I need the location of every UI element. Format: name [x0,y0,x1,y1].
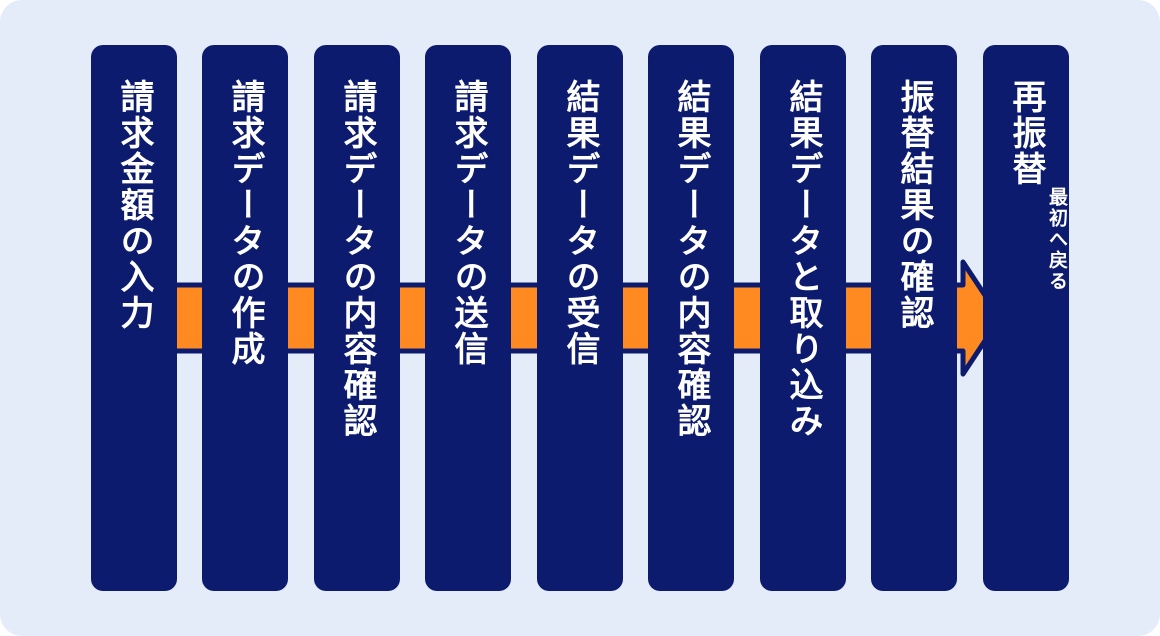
step-2-label: 請求データの作成 [225,79,265,367]
step-8-label: 振替結果の確認 [894,79,934,331]
step-6-label: 結果データの内容確認 [671,79,711,439]
step-final: 再振替 最初へ戻る [983,45,1069,591]
step-8: 振替結果の確認 [871,45,957,591]
step-7: 結果データと取り込み [760,45,846,591]
step-3: 請求データの内容確認 [314,45,400,591]
step-final-label: 再振替 [1006,79,1046,187]
step-5: 結果データの受信 [537,45,623,591]
step-4-label: 請求データの送信 [448,79,488,367]
step-1: 請求金額の入力 [91,45,177,591]
step-5-label: 結果データの受信 [560,79,600,367]
step-final-content: 再振替 最初へ戻る [983,79,1069,292]
step-4: 請求データの送信 [425,45,511,591]
step-final-note: 最初へ戻る [1046,187,1068,292]
step-6: 結果データの内容確認 [648,45,734,591]
step-1-label: 請求金額の入力 [114,79,154,331]
step-7-label: 結果データと取り込み [783,79,823,439]
step-3-label: 請求データの内容確認 [337,79,377,439]
step-2: 請求データの作成 [202,45,288,591]
